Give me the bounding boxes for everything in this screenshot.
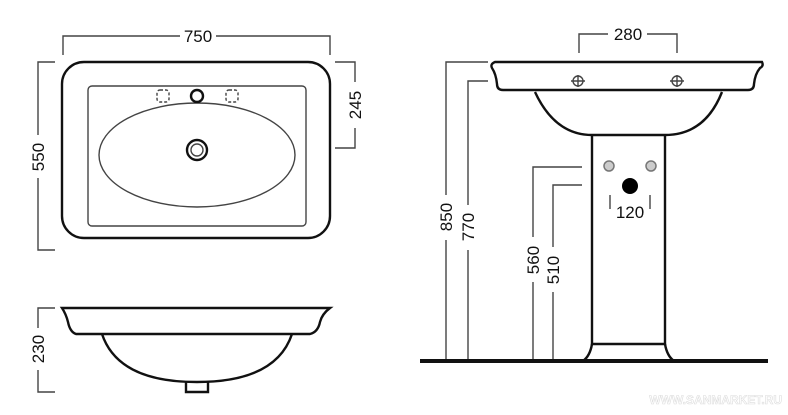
- tap-hole-icon: [189, 88, 205, 104]
- dim-line-230: [37, 307, 55, 393]
- basin-inner-outline: [87, 85, 307, 227]
- optional-tap-hole-icon: [225, 89, 239, 103]
- dim-line-750: [62, 35, 331, 55]
- top-view: 750 550 245: [29, 27, 365, 251]
- dim-label-total-height: 850: [437, 203, 456, 231]
- watermark: WWW.SANMARKET.RU: [649, 393, 782, 407]
- dim-label-supply-height: 560: [524, 246, 543, 274]
- dim-label-bowl-height: 230: [29, 335, 48, 363]
- pedestal-foot: [582, 343, 675, 362]
- dim-line-770: [467, 80, 488, 360]
- dim-line-120: [609, 195, 651, 209]
- tap-hole-icon: [670, 75, 684, 87]
- bowl-side: [100, 333, 294, 384]
- dim-line-280: [578, 33, 678, 53]
- drain-inner-icon: [190, 143, 204, 157]
- supply-pipe-icon: [645, 160, 657, 172]
- dim-label-tap-spacing: 280: [614, 25, 642, 44]
- pedestal: [590, 135, 667, 346]
- dim-line-245: [335, 61, 356, 149]
- dim-line-510: [552, 184, 582, 360]
- drain-stub: [184, 382, 210, 394]
- supply-pipe-icon: [603, 160, 615, 172]
- tap-hole-icon: [571, 75, 585, 87]
- drain-icon: [185, 138, 209, 162]
- basin-outline: [60, 60, 332, 240]
- dim-label-width: 750: [184, 27, 212, 46]
- dim-line-560: [532, 166, 582, 360]
- bowl-front: [533, 91, 724, 137]
- dim-label-drain-height: 510: [544, 256, 563, 284]
- dim-line-550: [37, 61, 55, 251]
- front-view: 120 280 850 770 560 510: [420, 25, 768, 363]
- dim-label-depth: 550: [29, 143, 48, 171]
- bowl-oval: [98, 102, 296, 208]
- basin-rim-side: [59, 306, 334, 336]
- dim-line-850: [445, 61, 488, 360]
- waste-pipe-icon: [622, 178, 638, 194]
- dim-label-rim-height: 770: [459, 213, 478, 241]
- basin-rim-front: [490, 60, 764, 92]
- floor-line: [420, 359, 768, 363]
- optional-tap-hole-icon: [156, 89, 170, 103]
- dim-label-pipe-spacing: 120: [616, 203, 644, 222]
- dim-label-tap-offset: 245: [346, 91, 365, 119]
- side-view: 230: [29, 306, 334, 394]
